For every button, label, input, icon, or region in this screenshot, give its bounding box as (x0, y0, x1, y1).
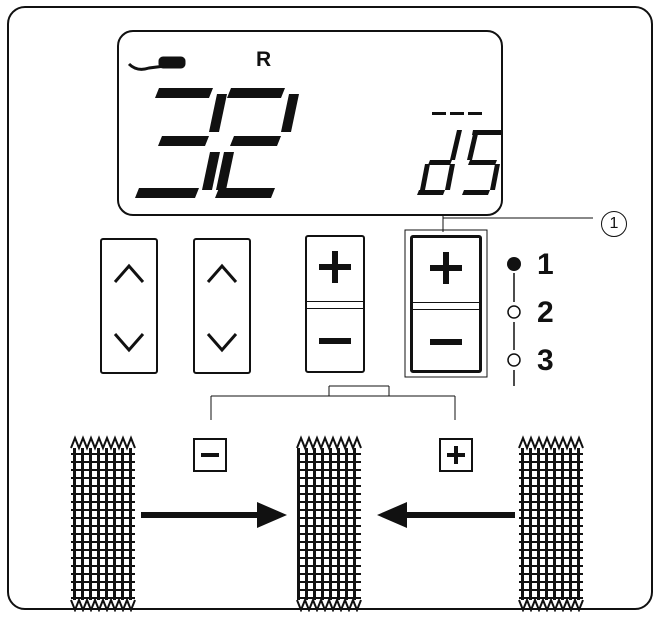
stitch-length-adjust-button[interactable] (193, 238, 251, 374)
stitch-sample-narrow (518, 435, 584, 612)
minus-button-2[interactable] (413, 312, 479, 372)
plus-minus-button-1[interactable] (305, 235, 365, 373)
plus-minus-button-2[interactable] (410, 235, 482, 373)
stitch-width-adjust-button[interactable] (100, 238, 158, 374)
chevron-up-icon (113, 263, 145, 283)
decrease-indicator (193, 438, 227, 472)
arrow-right-icon (141, 502, 287, 528)
mode-2-label: 2 (537, 296, 554, 329)
plus-icon (319, 251, 351, 283)
presser-foot-icon (127, 56, 186, 71)
plus-icon (447, 446, 465, 464)
minus-button-1[interactable] (307, 311, 363, 371)
control-panel: R 1 (7, 6, 653, 612)
up-button-2[interactable] (195, 244, 249, 304)
down-button-1[interactable] (102, 312, 156, 372)
stitch-sample-normal (296, 435, 362, 612)
code-letter-d (417, 130, 462, 195)
digit-3-segments (135, 88, 227, 198)
minus-icon (201, 453, 219, 457)
button-divider (307, 301, 363, 309)
plus-button-1[interactable] (307, 237, 363, 297)
chevron-down-icon (113, 333, 145, 353)
increase-indicator (439, 438, 473, 472)
down-button-2[interactable] (195, 312, 249, 372)
minus-icon (319, 338, 351, 344)
reverse-indicator: R (256, 48, 272, 71)
plus-button-2[interactable] (413, 238, 479, 298)
minus-icon (430, 339, 462, 345)
callout-number: 1 (601, 211, 627, 237)
chevron-up-icon (206, 263, 238, 283)
plus-icon (430, 252, 462, 284)
chevron-down-icon (206, 333, 238, 353)
code-indicator-dashes (432, 112, 482, 115)
stitch-illustration (70, 435, 584, 612)
stitch-sample-wide (70, 435, 136, 612)
up-button-1[interactable] (102, 244, 156, 304)
mode-1-label: 1 (537, 248, 554, 281)
code-digit-5 (462, 130, 503, 195)
mode-3-label: 3 (537, 344, 554, 377)
lcd-display: R (117, 30, 503, 216)
lcd-segments (127, 56, 503, 198)
arrow-left-icon (377, 502, 515, 528)
button-divider (413, 302, 479, 310)
digit-2-segments (215, 88, 299, 198)
